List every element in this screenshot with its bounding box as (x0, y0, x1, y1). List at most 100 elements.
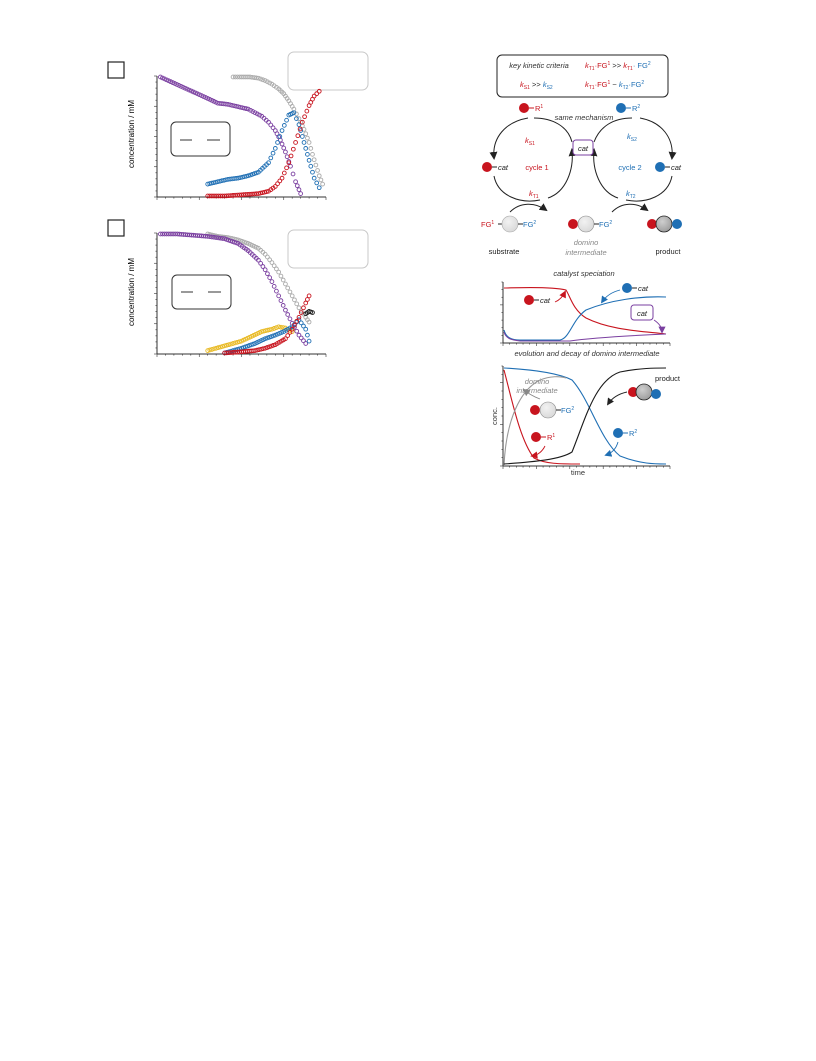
blue-cat-ball (622, 283, 632, 293)
data-point (262, 189, 267, 195)
data-point (247, 74, 253, 80)
data-point (225, 102, 231, 107)
cycle1-arc-top (533, 117, 573, 143)
ks1-label: kS1 (525, 136, 535, 147)
data-point (250, 109, 256, 114)
left-top-panel: concentration / mM (107, 51, 369, 200)
data-point (292, 322, 297, 328)
intermediate-curve (503, 376, 567, 467)
data-point (281, 145, 287, 151)
data-point (218, 235, 223, 241)
data-point (294, 301, 300, 307)
purple-cat-curve (503, 331, 667, 342)
data-point (281, 170, 287, 176)
data-point (290, 171, 296, 177)
data-point (274, 288, 279, 294)
data-point (320, 181, 325, 187)
data-point (269, 326, 275, 332)
data-point (267, 80, 273, 86)
data-point (303, 131, 309, 137)
data-point (209, 347, 215, 352)
series-3 (205, 88, 322, 199)
data-point (296, 116, 302, 121)
data-point (303, 300, 309, 306)
data-point (276, 293, 282, 299)
r1-ball (531, 432, 541, 442)
panel-checkbox[interactable] (107, 219, 125, 237)
r1-red-ball (519, 103, 529, 113)
data-point (284, 165, 289, 171)
data-point (215, 235, 221, 241)
domino-red-ball (530, 405, 540, 415)
data-point (211, 346, 217, 352)
series-0 (230, 74, 325, 187)
data-point (304, 108, 310, 114)
data-point (298, 335, 304, 341)
data-point (205, 348, 211, 353)
data-point (279, 141, 285, 147)
data-point (296, 122, 302, 127)
data-point (278, 273, 284, 279)
data-point (254, 347, 260, 353)
legend-placeholder-box (287, 229, 369, 269)
data-point (229, 102, 235, 108)
free-cat-box (572, 139, 594, 156)
r1-label: R1 (547, 433, 555, 442)
series-4 (222, 293, 312, 356)
data-point (279, 175, 285, 181)
data-point (301, 338, 306, 344)
kinetic-criteria-box: key kinetic criteria kS1 >> kS2 kT1·FG1 … (496, 54, 669, 98)
data-point (256, 347, 262, 353)
same-mechanism-label: same mechanism (555, 113, 614, 122)
cycle1-arc-right (547, 148, 577, 199)
data-point (222, 343, 227, 349)
data-point (262, 251, 268, 257)
data-point (281, 123, 287, 128)
substrate-fg1: FG1 (481, 220, 494, 229)
data-point (306, 338, 312, 344)
data-point (313, 162, 319, 168)
panel-checkbox[interactable] (107, 61, 125, 79)
data-point (237, 104, 243, 110)
data-point (256, 75, 261, 81)
y-axis-label: concentration / mM (127, 100, 136, 168)
substrate-in-arrow (509, 203, 548, 213)
data-point (241, 174, 247, 180)
kt1-label: kT1 (529, 189, 539, 200)
data-point (215, 345, 221, 350)
data-point (205, 234, 211, 239)
data-point (266, 119, 271, 125)
cycle2-arc-top (593, 117, 633, 143)
data-point (249, 74, 255, 80)
data-point (237, 175, 243, 181)
axis-ticks (500, 365, 671, 469)
r1-arrow (530, 445, 546, 459)
blue-cat-curve (503, 296, 667, 341)
data-point (213, 235, 219, 240)
data-point (277, 134, 283, 139)
data-point (237, 346, 242, 352)
data-point (252, 348, 258, 353)
purple-cat-arrow (653, 319, 666, 334)
domino-label-2: intermediate (516, 386, 557, 395)
r2-label: R2 (629, 429, 637, 438)
data-point (268, 122, 274, 128)
series-1 (158, 74, 303, 196)
legend-placeholder-box (287, 51, 369, 91)
product-label: product (655, 374, 681, 383)
data-point (269, 260, 275, 265)
data-point (260, 264, 266, 269)
data-point (232, 74, 238, 80)
data-point (239, 174, 245, 180)
cat-label-right: cat (671, 163, 682, 172)
data-point (296, 187, 302, 193)
data-point (285, 312, 291, 317)
axis-ticks (500, 281, 671, 346)
data-point (218, 344, 223, 350)
data-point (308, 163, 314, 169)
r2-label: R2 (632, 104, 640, 113)
domino-arrow (522, 388, 541, 400)
ks-relation: kS1 >> kS2 (520, 80, 553, 91)
data-point (263, 328, 269, 333)
